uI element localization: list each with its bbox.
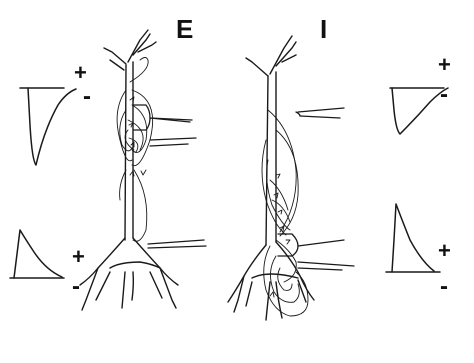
right-bottom-minus-sign: - [440,273,448,300]
right-bottom-plus-sign: + [438,238,451,263]
left-bottom-plus-sign: + [72,244,85,269]
panel-label-e: E [176,14,193,44]
left-field-lines [117,58,153,242]
right-field-lines [262,110,308,316]
left-bottom-waveform [10,230,64,278]
left-bottom-minus-sign: - [72,273,80,300]
right-bottom-waveform [386,204,440,272]
left-synaptic-inputs [134,105,206,248]
left-top-minus-sign: - [83,83,91,110]
left-top-plus-sign: + [74,60,87,85]
left-neuron [80,30,178,310]
right-synaptic-inputs [278,108,354,270]
panel-label-i: I [320,14,327,44]
right-top-minus-sign: - [440,81,448,108]
left-top-waveform [20,88,76,165]
right-top-plus-sign: + [438,52,451,77]
